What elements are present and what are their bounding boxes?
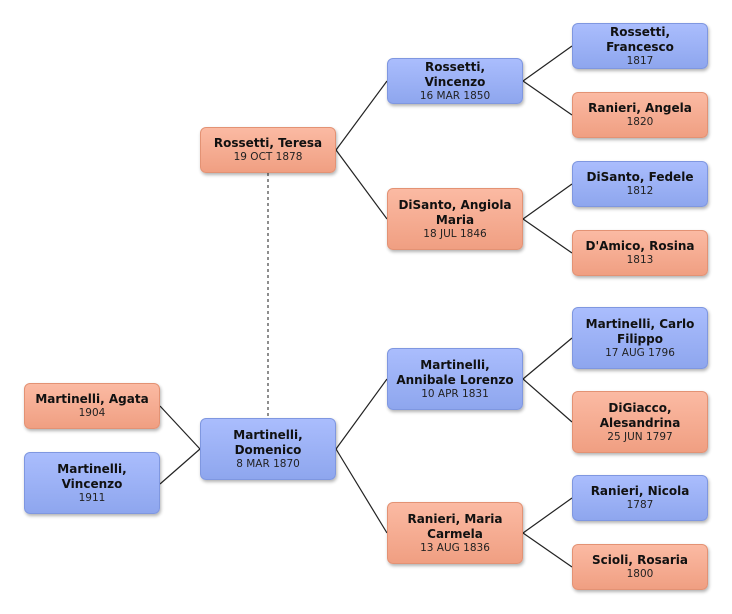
person-name: Martinelli, Vincenzo <box>57 461 127 491</box>
connector-angiola-rosina <box>522 218 573 254</box>
person-name: Martinelli, Domenico <box>233 427 303 457</box>
person-vincenzo-rossetti[interactable]: Rossetti, Vincenzo 16 MAR 1850 <box>387 58 523 104</box>
person-name: Ranieri, Angela <box>588 101 692 115</box>
person-date: 1813 <box>626 254 654 266</box>
connector-maria-nicola <box>522 497 573 534</box>
person-name: Rossetti, Vincenzo <box>424 59 486 89</box>
person-date: 1787 <box>626 499 654 511</box>
person-date: 25 JUN 1797 <box>607 430 673 443</box>
person-name: Martinelli, Carlo Filippo <box>585 316 695 346</box>
person-name: Martinelli, Agata <box>35 392 149 406</box>
connector-teresa-angiola <box>335 149 388 220</box>
person-date: 16 MAR 1850 <box>419 89 491 102</box>
connector-annibale-carlo <box>522 337 573 380</box>
person-name: Ranieri, Nicola <box>590 484 690 498</box>
person-rosina[interactable]: D'Amico, Rosina 1813 <box>572 230 708 276</box>
person-agata[interactable]: Martinelli, Agata 1904 <box>24 383 160 429</box>
connector-domenico-annibale <box>335 378 388 450</box>
person-name: DiGiacco, Alesandrina <box>599 400 681 430</box>
person-date: 18 JUL 1846 <box>423 227 487 240</box>
person-name: Rossetti, Teresa <box>213 136 323 150</box>
person-date: 1817 <box>626 54 654 67</box>
person-name: Rossetti, Francesco <box>606 24 674 54</box>
person-vincenzo-child[interactable]: Martinelli, Vincenzo 1911 <box>24 452 160 514</box>
person-annibale[interactable]: Martinelli, Annibale Lorenzo 10 APR 1831 <box>387 348 523 410</box>
person-name: Ranieri, Maria Carmela <box>407 511 503 541</box>
person-rosaria[interactable]: Scioli, Rosaria 1800 <box>572 544 708 590</box>
person-name: Scioli, Rosaria <box>592 553 688 567</box>
connector-teresa-vincenzo <box>335 80 388 151</box>
person-carlo-filippo[interactable]: Martinelli, Carlo Filippo 17 AUG 1796 <box>572 307 708 369</box>
person-teresa[interactable]: Rossetti, Teresa 19 OCT 1878 <box>200 127 336 173</box>
connector-vincenzo-angela <box>522 80 573 116</box>
person-name: DiSanto, Angiola Maria <box>398 197 512 227</box>
connector-maria-rosaria <box>522 532 573 568</box>
person-date: 10 APR 1831 <box>421 387 489 400</box>
person-domenico[interactable]: Martinelli, Domenico 8 MAR 1870 <box>200 418 336 480</box>
person-date: 1800 <box>626 568 654 580</box>
person-maria-carmela[interactable]: Ranieri, Maria Carmela 13 AUG 1836 <box>387 502 523 564</box>
person-date: 8 MAR 1870 <box>236 457 300 470</box>
person-date: 19 OCT 1878 <box>233 151 303 163</box>
person-alesandrina[interactable]: DiGiacco, Alesandrina 25 JUN 1797 <box>572 391 708 453</box>
person-date: 13 AUG 1836 <box>420 541 490 554</box>
person-date: 17 AUG 1796 <box>605 346 675 359</box>
person-date: 1812 <box>626 185 654 197</box>
person-name: Martinelli, Annibale Lorenzo <box>396 357 514 387</box>
person-date: 1911 <box>78 491 106 504</box>
connector-vincenzo-francesco <box>522 45 573 82</box>
person-angela[interactable]: Ranieri, Angela 1820 <box>572 92 708 138</box>
person-date: 1820 <box>626 116 654 128</box>
person-date: 1904 <box>78 407 106 419</box>
person-name: D'Amico, Rosina <box>585 239 695 253</box>
connector-annibale-alesandrina <box>522 378 573 423</box>
person-fedele[interactable]: DiSanto, Fedele 1812 <box>572 161 708 207</box>
person-name: DiSanto, Fedele <box>586 170 694 184</box>
connector-domenico-maria <box>335 448 388 534</box>
connector-vincenzo-domenico <box>159 448 201 485</box>
person-angiola[interactable]: DiSanto, Angiola Maria 18 JUL 1846 <box>387 188 523 250</box>
connector-agata-domenico <box>159 405 201 450</box>
person-francesco[interactable]: Rossetti, Francesco 1817 <box>572 23 708 69</box>
connector-angiola-fedele <box>522 183 573 220</box>
person-nicola[interactable]: Ranieri, Nicola 1787 <box>572 475 708 521</box>
